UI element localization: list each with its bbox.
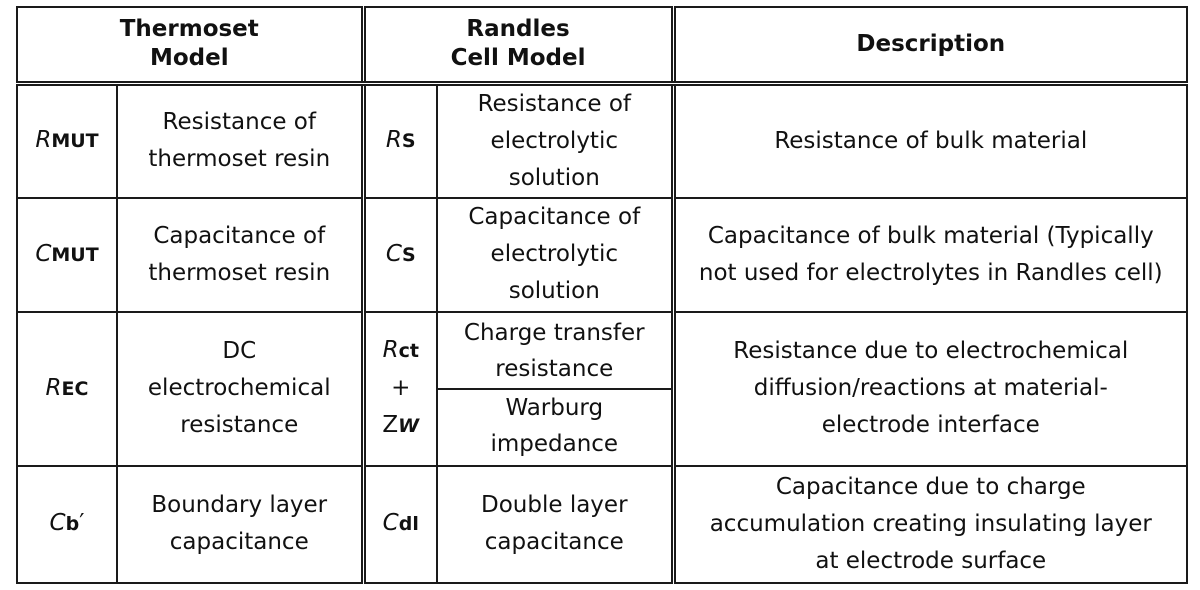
table-row: Cb′ Boundary layer capacitance Cdl Doubl… [16, 464, 1189, 584]
thermoset-description: DC electrochemical resistance [115, 310, 365, 467]
table-row: RMUT Resistance of thermoset resin RS Re… [16, 82, 1189, 199]
header-randles-cell-model: Randles Cell Model [360, 6, 675, 86]
randles-symbol: CS [360, 196, 439, 313]
table-row: REC DC electrochemical resistance Rct + … [16, 310, 1189, 467]
randles-description: Capacitance of electrolytic solution [436, 196, 675, 313]
thermoset-description: Boundary layer capacitance [115, 464, 365, 584]
thermoset-symbol: REC [16, 310, 118, 467]
row-description: Resistance due to electrochemical diffus… [670, 310, 1189, 467]
thermoset-symbol: Cb′ [16, 464, 118, 584]
row-description: Resistance of bulk material [670, 82, 1189, 199]
randles-description: Resistance of electrolytic solution [436, 82, 675, 199]
row-description: Capacitance due to charge accumulation c… [670, 464, 1189, 584]
randles-description-split: Charge transfer resistance Warburg imped… [436, 310, 675, 467]
thermoset-symbol: RMUT [16, 82, 118, 199]
header-description: Description [670, 6, 1189, 86]
thermoset-description: Capacitance of thermoset resin [115, 196, 365, 313]
randles-symbol: RS [360, 82, 439, 199]
randles-description: Double layer capacitance [436, 464, 675, 584]
charge-transfer-resistance-text: Charge transfer resistance [438, 315, 671, 390]
model-comparison-table: Thermoset Model Randles Cell Model Descr… [15, 6, 1189, 584]
randles-symbol: Rct + ZW [360, 310, 439, 467]
thermoset-description: Resistance of thermoset resin [115, 82, 365, 199]
table-row: CMUT Capacitance of thermoset resin CS C… [16, 196, 1189, 313]
header-thermoset-model: Thermoset Model [15, 6, 365, 86]
thermoset-symbol: CMUT [16, 196, 118, 313]
warburg-impedance-text: Warburg impedance [490, 395, 619, 457]
randles-symbol: Cdl [360, 464, 439, 584]
row-description: Capacitance of bulk material (Typically … [670, 196, 1189, 313]
header-row: Thermoset Model Randles Cell Model Descr… [15, 6, 1189, 86]
